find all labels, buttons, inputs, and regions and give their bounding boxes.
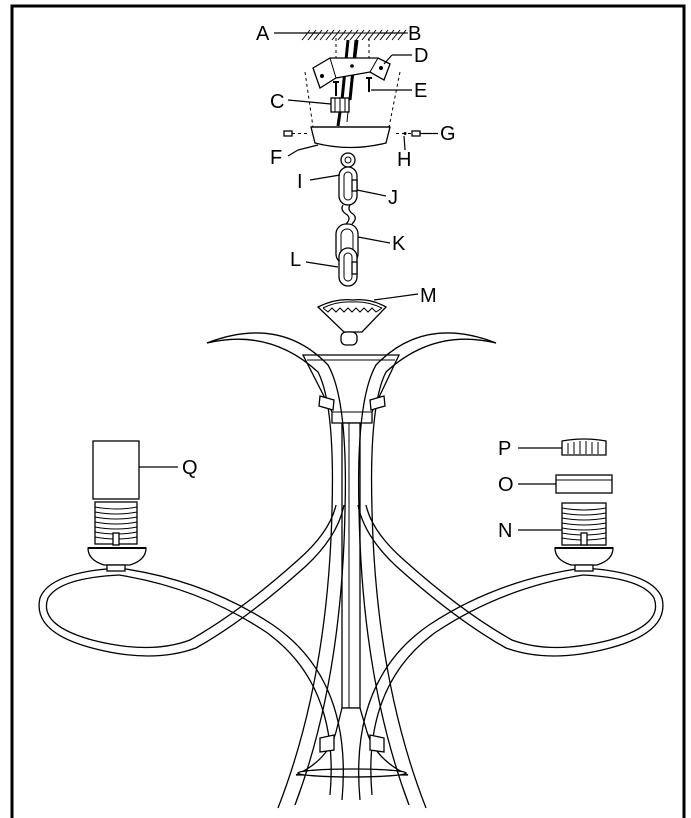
label-m: M xyxy=(420,285,437,307)
part-labels: A B D E C G F H I J K L M Q P O N xyxy=(182,23,514,542)
label-a: A xyxy=(256,23,270,45)
left-socket-assembly xyxy=(87,440,147,572)
left-upper-arm xyxy=(206,332,347,809)
label-n: N xyxy=(498,520,512,542)
label-b: B xyxy=(408,23,421,45)
top-finial-cap xyxy=(316,299,388,346)
wire-connector xyxy=(330,97,350,127)
label-p: P xyxy=(498,438,511,460)
mounting-bracket xyxy=(312,57,391,89)
label-j: J xyxy=(388,187,398,209)
arm-collars xyxy=(318,395,386,753)
label-o: O xyxy=(498,474,514,496)
ceiling xyxy=(300,29,408,41)
central-column xyxy=(295,354,409,778)
label-k: K xyxy=(392,233,406,255)
left-loop-arm xyxy=(38,504,345,801)
label-q: Q xyxy=(182,457,198,479)
right-loop-arm xyxy=(357,504,664,801)
canopy xyxy=(310,126,391,149)
label-f: F xyxy=(270,147,282,169)
bracket-screws xyxy=(333,77,372,96)
right-socket-assembly xyxy=(554,438,614,572)
leader-lines xyxy=(139,32,562,531)
label-h: H xyxy=(397,149,411,171)
label-d: D xyxy=(414,45,428,67)
diagram-border xyxy=(10,4,686,818)
mounting-guides xyxy=(304,38,401,128)
chain-assembly xyxy=(335,152,359,287)
label-g: G xyxy=(440,123,456,145)
label-e: E xyxy=(414,80,427,102)
label-l: L xyxy=(290,249,301,271)
label-c: C xyxy=(270,91,284,113)
right-upper-arm xyxy=(357,332,497,809)
label-i: I xyxy=(297,171,303,193)
